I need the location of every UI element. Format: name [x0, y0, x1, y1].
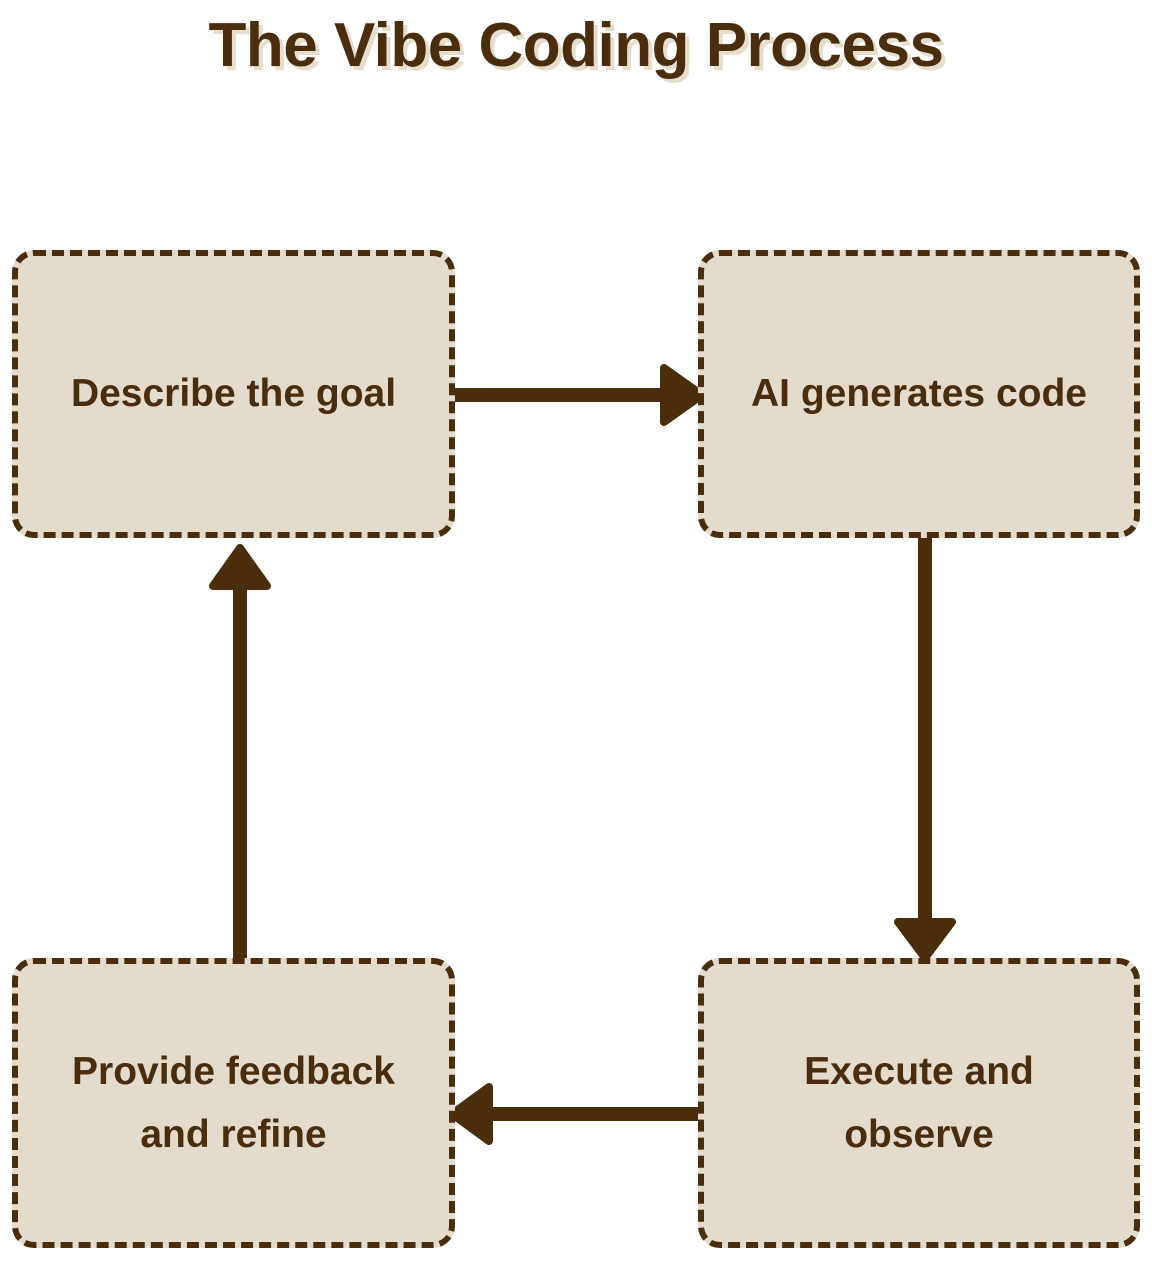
- node-ai-generates-code[interactable]: AI generates code: [698, 250, 1140, 538]
- arrow-generate-to-execute: [894, 538, 956, 962]
- node-provide-feedback-and-refine[interactable]: Provide feedback and refine: [12, 958, 455, 1248]
- node-label: Provide feedback and refine: [72, 1049, 395, 1156]
- arrow-execute-to-feedback: [448, 1083, 698, 1145]
- node-execute-and-observe[interactable]: Execute and observe: [698, 958, 1140, 1248]
- page-title: The Vibe Coding Process: [208, 11, 944, 80]
- node-label: Describe the goal: [70, 372, 397, 416]
- node-label: AI generates code: [751, 372, 1087, 416]
- arrow-describe-to-generate: [455, 364, 706, 426]
- node-describe-the-goal[interactable]: Describe the goal: [12, 250, 455, 538]
- arrow-feedback-to-describe: [209, 544, 271, 958]
- node-label: Execute and observe: [804, 1049, 1034, 1156]
